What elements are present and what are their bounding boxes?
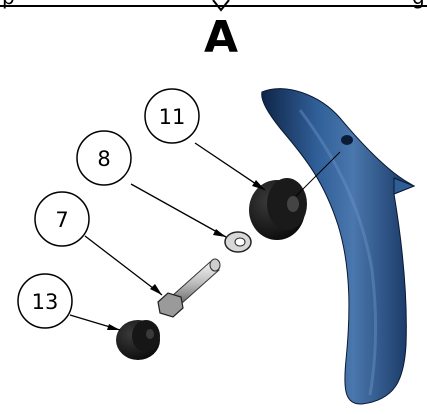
- fender-part: [261, 88, 416, 405]
- balloon-13: 13: [17, 273, 73, 329]
- leader-line-7: [84, 235, 163, 296]
- washer-8: [224, 231, 252, 253]
- balloon-7-text: 7: [55, 208, 68, 232]
- view-label: A: [204, 12, 238, 63]
- top-left-fragment: p: [2, 0, 15, 9]
- balloon-8-text: 8: [97, 147, 110, 171]
- view-arrow-icon: [212, 0, 230, 12]
- balloon-11-text: 11: [159, 105, 186, 129]
- leader-line-8: [130, 183, 227, 238]
- balloon-8: 8: [76, 130, 132, 186]
- balloon-7: 7: [34, 191, 90, 247]
- fender-hole-icon: [341, 135, 353, 145]
- rubber-bushing-11: [249, 151, 341, 240]
- rubber-bushing-13: [116, 320, 160, 360]
- balloon-11: 11: [144, 88, 200, 144]
- top-right-fragment: g: [412, 0, 425, 9]
- leader-line-11: [194, 142, 266, 191]
- balloon-13-text: 13: [32, 290, 59, 314]
- bolt-7: [157, 258, 221, 318]
- top-header: p g: [0, 0, 427, 12]
- leader-arrowheads: [107, 180, 265, 330]
